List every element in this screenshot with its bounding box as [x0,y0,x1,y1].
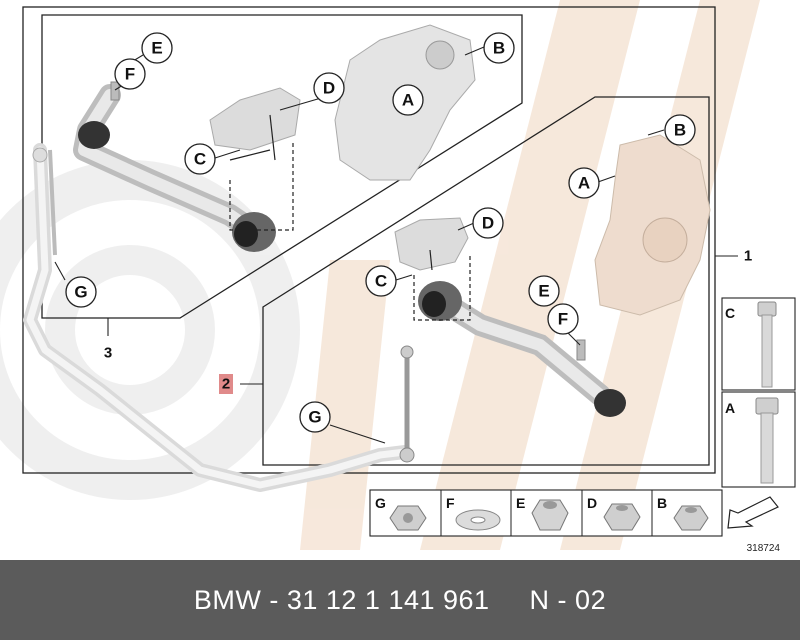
strip-label-f: F [446,495,455,511]
item-number-2-highlight [219,374,233,394]
item-number-3: 3 [104,345,112,362]
strip-label-g: G [375,495,386,511]
lower-bracket [394,217,469,271]
svg-text:B: B [493,39,505,58]
svg-text:E: E [538,282,549,301]
lower-dashed-guides [413,249,471,321]
svg-text:D: D [482,214,494,233]
upper-coupling-link [48,149,57,256]
upper-wishbone [73,81,276,252]
hardware-label-a: A [725,400,735,416]
lower-kit-frame [262,96,710,466]
strip-label-d: D [587,495,597,511]
callout-lower-f: F [547,303,579,335]
svg-text:D: D [323,79,335,98]
nut-g-icon [389,505,427,531]
callout-upper-c: C [184,143,216,175]
item-number-2: 2 [222,376,230,393]
nut-d-icon [603,503,641,531]
lower-wishbone [418,281,626,417]
svg-text:F: F [125,65,135,84]
svg-text:G: G [74,283,87,302]
callout-lower-e: E [528,275,560,307]
bolt-c-icon [757,301,777,388]
coupling-link [399,345,415,463]
upper-dashed-guides [229,114,294,231]
arrow-icon [727,496,779,529]
washer-f-icon [455,509,501,531]
item-numbers: 1 2 3 [104,248,752,394]
bolt-a-icon [755,397,779,484]
callout-upper-g: G [65,276,97,308]
lower-callouts: D B A C E F G [299,114,696,433]
svg-text:F: F [558,310,568,329]
svg-text:C: C [194,150,206,169]
lower-knuckle [594,134,711,316]
reference-number: 318724 [747,543,781,554]
svg-text:C: C [375,272,387,291]
callout-upper-a: A [392,84,424,116]
svg-text:A: A [402,91,414,110]
callout-lower-a: A [568,167,600,199]
outer-frame [22,6,716,474]
hardware-label-c: C [725,305,735,321]
callout-lower-c: C [365,265,397,297]
callout-upper-e: E [141,32,173,64]
hardware-panel-right: C A [721,297,796,488]
hardware-strip: G F E D B [369,489,779,537]
strip-label-e: E [516,495,525,511]
upper-bracket [209,87,301,151]
nut-e-icon [531,499,569,531]
svg-text:A: A [578,174,590,193]
callout-upper-d: D [313,72,345,104]
callout-lower-b: B [664,114,696,146]
upper-callouts: E F D B A C G [65,32,515,308]
footer-bar: BMW - 31 12 1 141 961 N - 02 [0,560,800,640]
nut-b-icon [673,505,709,531]
svg-text:B: B [674,121,686,140]
svg-text:E: E [151,39,162,58]
callout-upper-f: F [114,58,146,90]
stabilizer-bar [23,143,412,492]
callout-lower-g: G [299,401,331,433]
svg-text:G: G [308,408,321,427]
item-number-1: 1 [744,248,752,265]
callout-upper-b: B [483,32,515,64]
callout-lower-d: D [472,207,504,239]
parts-diagram: E F D B A C G D B A C E F G 1 2 3 C A [0,0,796,554]
part-number-text: BMW - 31 12 1 141 961 N - 02 [193,584,607,615]
strip-label-b: B [657,495,667,511]
